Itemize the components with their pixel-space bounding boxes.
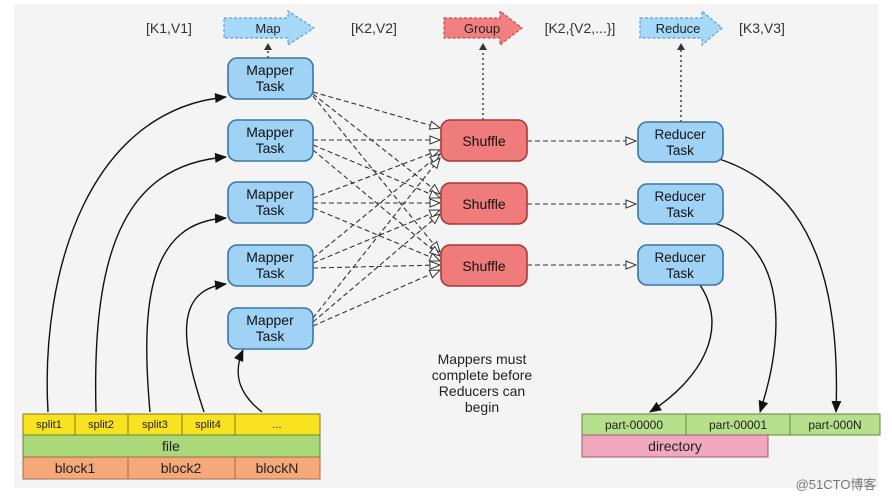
- output-directory-table: part-00000 part-00001 part-000N director…: [581, 413, 881, 458]
- reducer-task-3: Reducer Task: [637, 244, 724, 286]
- mapper-shuffle-connections: [312, 91, 440, 327]
- kv2-label: [K2,V2]: [351, 20, 397, 36]
- group-stage-arrow: Group: [443, 9, 523, 47]
- block-row: block1 block2 blockN: [22, 456, 321, 480]
- block-cell-n: blockN: [256, 460, 299, 476]
- directory-bar: [581, 434, 769, 458]
- reducer-task-1: Reducer Task: [637, 121, 724, 163]
- note-line-1: Mappers must: [438, 351, 527, 367]
- mapper-task-label: Mapper: [246, 62, 294, 78]
- mapper-task-sublabel: Task: [256, 140, 286, 156]
- block-cell-2: block2: [161, 460, 202, 476]
- split-cell-3: split3: [142, 419, 168, 431]
- shuffle-label: Shuffle: [462, 133, 506, 149]
- mapper-task-sublabel: Task: [256, 202, 286, 218]
- mapper-task-2: Mapper Task: [227, 119, 314, 162]
- file-label: file: [162, 438, 180, 454]
- part-cell-n: part-000N: [808, 418, 861, 432]
- mapper-task-label: Mapper: [246, 249, 294, 265]
- kv2-list-label: [K2,{V2,...}]: [545, 20, 616, 36]
- mapper-task-sublabel: Task: [256, 265, 286, 281]
- mapper-task-label: Mapper: [246, 186, 294, 202]
- header-connector-heads: [264, 43, 685, 50]
- mapper-task-label: Mapper: [246, 312, 294, 328]
- split-cell-4: split4: [195, 419, 221, 431]
- mapper-task-sublabel: Task: [256, 78, 286, 94]
- mapper-task-label: Mapper: [246, 124, 294, 140]
- directory-label: directory: [648, 438, 702, 454]
- input-file-table: split1 split2 split3 split4 ... file blo…: [22, 413, 321, 480]
- kv3-label: [K3,V3]: [739, 20, 785, 36]
- reduce-stage-label: Reduce: [656, 21, 701, 36]
- note-line-2: complete before: [432, 367, 533, 383]
- shuffle-box-3: Shuffle: [440, 244, 528, 287]
- split-mapper-curves: [46, 93, 263, 413]
- split-cell-1: split1: [36, 419, 62, 431]
- shuffle-box-1: Shuffle: [440, 119, 528, 162]
- group-stage-label: Group: [464, 21, 500, 36]
- map-stage-arrow: Map: [223, 9, 316, 47]
- reducer-task-label: Reducer: [654, 250, 706, 265]
- map-stage-label: Map: [255, 21, 280, 36]
- header-connectors: [267, 46, 682, 122]
- reducer-task-label: Reducer: [654, 127, 706, 142]
- watermark: @51CTO博客: [796, 477, 877, 492]
- note-line-4: begin: [465, 399, 499, 415]
- split-row: split1 split2 split3 split4 ...: [22, 413, 321, 436]
- shuffle-label: Shuffle: [462, 196, 506, 212]
- mapper-task-sublabel: Task: [256, 328, 286, 344]
- reducer-task-2: Reducer Task: [637, 183, 724, 225]
- part-cell-2: part-00001: [709, 418, 767, 432]
- mapper-task-5: Mapper Task: [227, 307, 314, 350]
- mappers-complete-note: Mappers must complete before Reducers ca…: [432, 351, 533, 415]
- reducer-task-sublabel: Task: [666, 266, 694, 281]
- mapper-task-3: Mapper Task: [227, 181, 314, 224]
- reducer-task-label: Reducer: [654, 189, 706, 204]
- mapper-task-4: Mapper Task: [227, 244, 314, 287]
- shuffle-box-2: Shuffle: [440, 182, 528, 225]
- shuffle-reducer-connections: [527, 141, 636, 265]
- kv1-label: [K1,V1]: [146, 20, 192, 36]
- split-cell-more: ...: [272, 419, 281, 431]
- mapper-task-1: Mapper Task: [227, 57, 314, 100]
- note-line-3: Reducers can: [439, 383, 525, 399]
- reducer-task-sublabel: Task: [666, 143, 694, 158]
- reducer-part-curves: [649, 157, 842, 413]
- split-cell-2: split2: [88, 419, 114, 431]
- reducer-task-sublabel: Task: [666, 205, 694, 220]
- block-cell-1: block1: [55, 460, 96, 476]
- reduce-stage-arrow: Reduce: [639, 9, 723, 47]
- part-cell-1: part-00000: [605, 418, 663, 432]
- shuffle-label: Shuffle: [462, 258, 506, 274]
